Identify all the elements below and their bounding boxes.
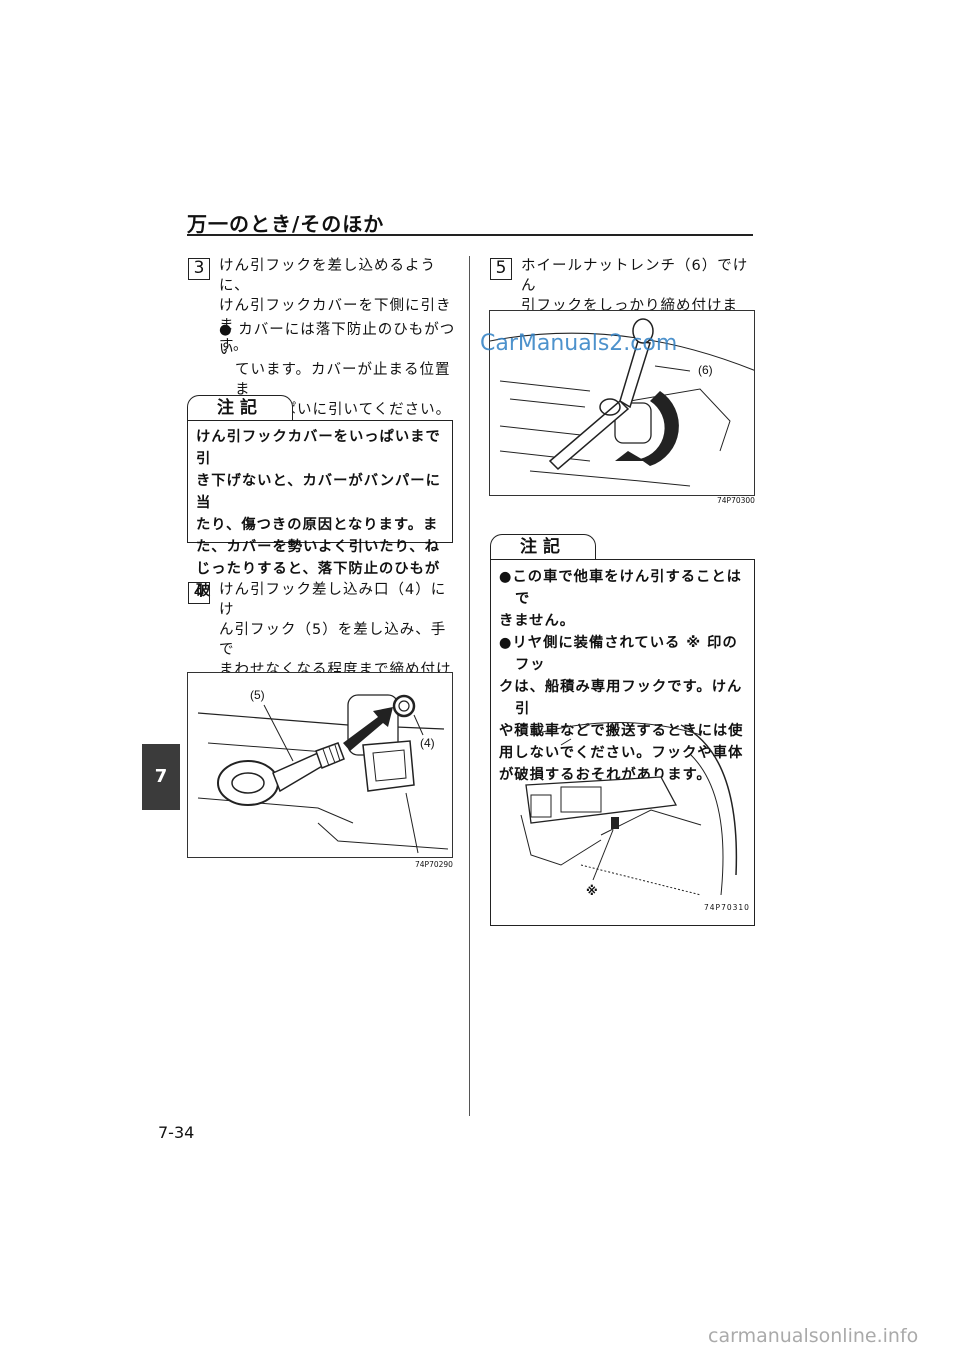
note-line: や積載車などで搬送するときには使 — [499, 723, 744, 739]
step-number-3: 3 — [188, 258, 210, 280]
bullet-line: ています。カバーが止まる位置ま — [235, 362, 451, 398]
title-divider — [187, 234, 753, 236]
note-tab: 注記 — [490, 534, 596, 560]
note-line: た、カバーを勢いよく引いたり、ね — [196, 539, 440, 555]
step-3-text: けん引フックを差し込めるように、 けん引フックカバーを下側に引きま す。 — [219, 256, 459, 356]
watermark: CarManuals2.com — [480, 331, 678, 356]
note-box-shipping-hook: ●この車で他車をけん引することはで きません。 ●リヤ側に装備されている ※ 印… — [490, 559, 755, 926]
step-4-line: ん引フック（5）を差し込み、手で — [219, 622, 447, 658]
step-number-5: 5 — [490, 258, 512, 280]
note-line: き下げないと、カバーがバンパーに当 — [196, 473, 441, 511]
step-3-line: けん引フックカバーを下側に引きま — [219, 298, 452, 334]
section-title: 万一のとき/そのほか — [187, 212, 385, 236]
column-divider — [469, 256, 470, 1116]
step-3-line: けん引フックを差し込めるように、 — [219, 258, 436, 294]
label-port: (4) — [420, 736, 435, 750]
step-3-line: す。 — [219, 338, 249, 354]
chapter-tab[interactable]: 7 — [142, 744, 180, 810]
label-wrench: (6) — [698, 363, 713, 377]
footer-watermark: carmanualsonline.info — [708, 1325, 919, 1347]
step-number-4: 4 — [188, 582, 210, 604]
tow-hook-illustration: (5) (4) — [197, 688, 449, 854]
step-5-line: ホイールナットレンチ（6）でけん — [521, 258, 749, 294]
note-line: ●この車で他車をけん引することはで — [499, 569, 742, 607]
step-4-line: けん引フック差し込み口（4）にけ — [219, 582, 447, 618]
note-box-cover: けん引フックカバーをいっぱいまで引 き下げないと、カバーがバンパーに当 たり、傷… — [187, 420, 453, 599]
label-shipping-mark: ※ — [586, 884, 599, 898]
label-hook: (5) — [250, 688, 265, 702]
note-line: たり、傷つきの原因となります。ま — [196, 517, 439, 533]
note-tab: 注記 — [187, 395, 293, 421]
note-item: ●この車で他車をけん引することはで きません。 — [499, 566, 746, 632]
rear-bumper-illustration: ※ — [520, 722, 738, 898]
figure-code: 74P70300 — [717, 496, 755, 505]
figure-tow-hook-insert: (5) (4) — [187, 672, 453, 858]
page-number: 7-34 — [158, 1123, 195, 1142]
note-line: じったりすると、落下防止のひもが破 — [196, 561, 441, 599]
figure-code: 74P70290 — [415, 860, 453, 869]
note-line: きません。 — [499, 613, 576, 629]
note-line: クは、船積み専用フックです。けん引 — [499, 679, 743, 717]
note-line: 用しないでください。フックや車体 — [499, 745, 744, 761]
figure-wrench-tighten: (6) — [489, 310, 755, 496]
bullet-line: ● カバーには落下防止のひもがつい — [219, 322, 456, 358]
note-line: けん引フックカバーをいっぱいまで引 — [196, 429, 441, 467]
figure-code: 74P70310 — [704, 903, 750, 912]
note-line: ●リヤ側に装備されている ※ 印のフッ — [499, 635, 738, 673]
wrench-illustration: (6) — [490, 318, 754, 487]
step-3-bullet: ● カバーには落下防止のひもがつい ています。カバーが止まる位置ま でいっぱいに… — [219, 320, 459, 420]
